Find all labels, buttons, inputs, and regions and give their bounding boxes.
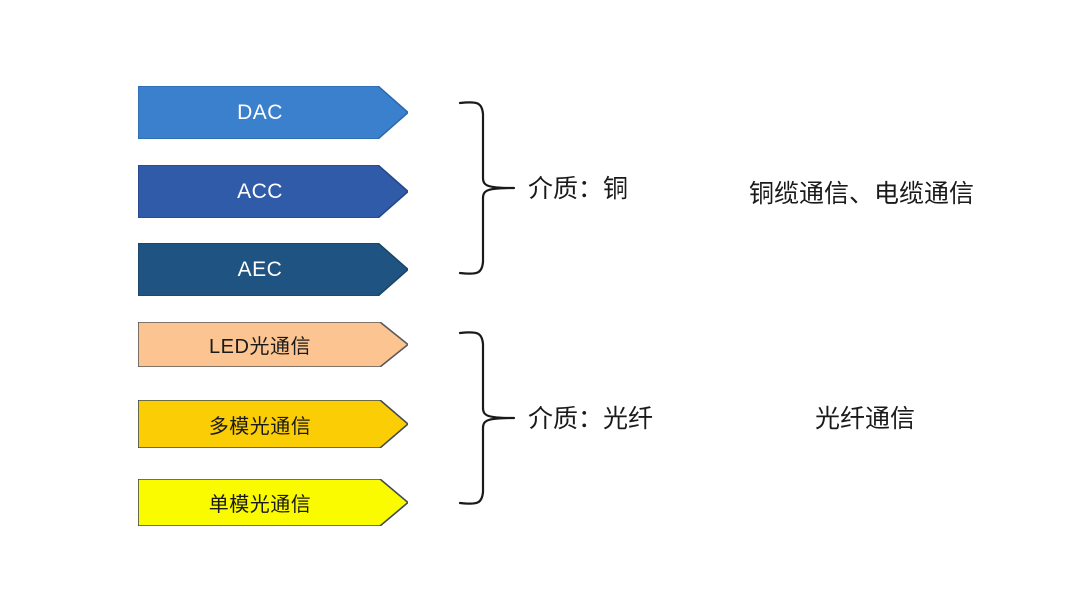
curly-brace-fiber-path	[458, 331, 516, 505]
arrow-shape-dac[interactable]: DAC	[138, 86, 408, 139]
arrow-polygon-led-optical	[138, 322, 408, 367]
brace-label-fiber: 介质：光纤	[528, 405, 654, 433]
curly-brace-fiber-icon	[458, 331, 516, 505]
arrow-outline-dac	[138, 86, 408, 139]
arrow-shape-singlemode-optical[interactable]: 单模光通信	[138, 479, 408, 526]
arrow-outline-singlemode-optical	[138, 479, 408, 526]
right-label-copper-communication: 铜缆通信、电缆通信	[749, 180, 975, 208]
arrow-polygon-dac	[138, 86, 408, 139]
brace-label-copper: 介质：铜	[528, 175, 629, 203]
curly-brace-copper-path	[458, 101, 516, 275]
arrow-polygon-multimode-optical	[138, 400, 408, 448]
arrow-shape-multimode-optical[interactable]: 多模光通信	[138, 400, 408, 448]
arrow-shape-acc[interactable]: ACC	[138, 165, 408, 218]
arrow-outline-acc	[138, 165, 408, 218]
arrow-polygon-aec	[138, 243, 408, 296]
arrow-outline-led-optical	[138, 322, 408, 367]
arrow-outline-multimode-optical	[138, 400, 408, 448]
curly-brace-copper-icon	[458, 101, 516, 275]
right-label-fiber-communication: 光纤通信	[815, 405, 916, 433]
arrow-shape-led-optical[interactable]: LED光通信	[138, 322, 408, 367]
curly-brace-copper	[458, 100, 516, 276]
arrow-polygon-singlemode-optical	[138, 479, 408, 526]
curly-brace-fiber	[458, 330, 516, 506]
arrow-outline-aec	[138, 243, 408, 296]
arrow-polygon-acc	[138, 165, 408, 218]
arrow-shape-aec[interactable]: AEC	[138, 243, 408, 296]
